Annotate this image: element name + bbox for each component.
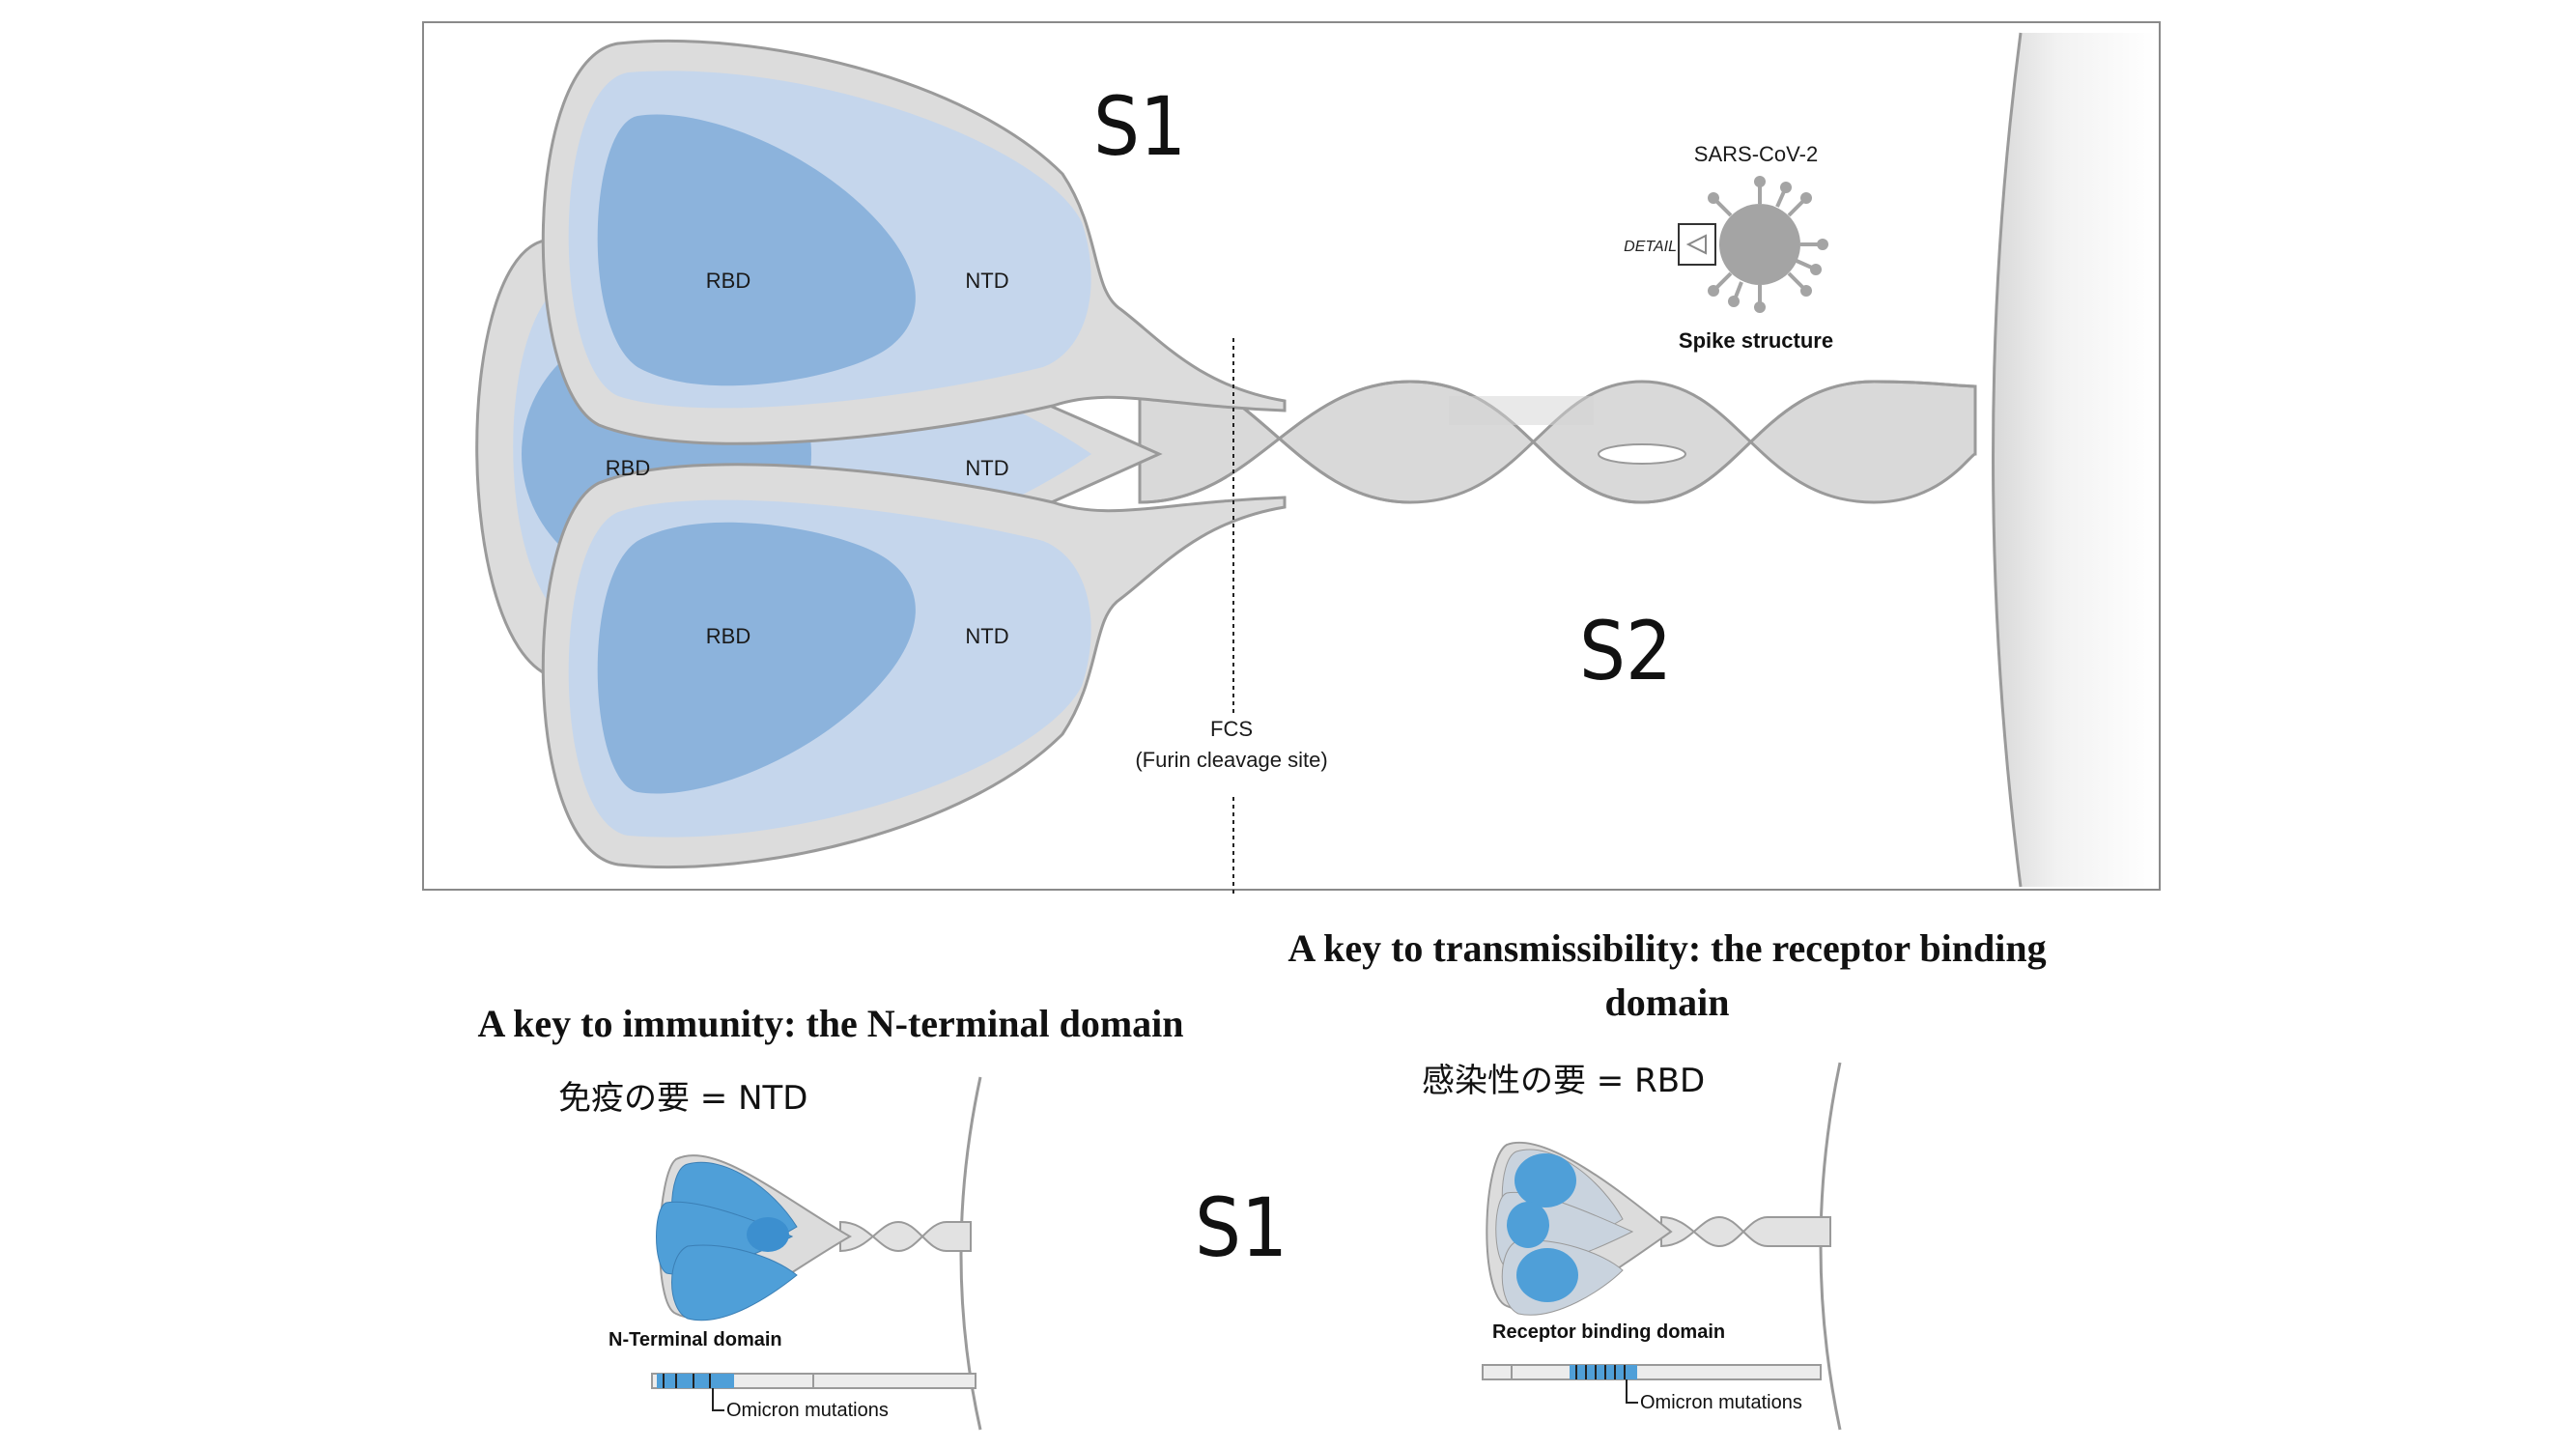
fcs-label: FCS — [1210, 717, 1253, 741]
left-panel-title: A key to immunity: the N-terminal domain — [477, 1002, 1183, 1045]
ntd-label-middle: NTD — [965, 456, 1008, 480]
rbd-mini-diagram — [1486, 1062, 1842, 1431]
rbd-label-bottom: RBD — [706, 624, 750, 648]
spike-main: RBD NTD RBD NTD RBD NTD S1 S2 FCS (Furin… — [475, 32, 2156, 894]
ntd-mutations-label: Omicron mutations — [726, 1400, 889, 1421]
virus-title: SARS-CoV-2 — [1694, 142, 1818, 166]
right-panel-jp-caption: 感染性の要 = RBD — [1422, 1062, 1705, 1100]
spike-structure-label: Spike structure — [1679, 328, 1833, 353]
rbd-label-top: RBD — [706, 269, 750, 293]
virus-particle-icon — [1678, 176, 1828, 313]
detail-box — [1678, 223, 1716, 266]
s2-stalk — [1138, 365, 1977, 504]
rbd-domain-label: Receptor binding domain — [1492, 1321, 1725, 1343]
spike-diagram-frame — [422, 21, 2161, 891]
rbd-label-middle: RBD — [606, 456, 650, 480]
fcs-sublabel: (Furin cleavage site) — [1135, 748, 1327, 772]
right-panel-title-line2: domain — [1605, 980, 1730, 1024]
rbd-sequence-bar — [1482, 1364, 1822, 1404]
rbd-mutations-label: Omicron mutations — [1640, 1392, 1802, 1413]
virus-inset: SARS-CoV-2 — [1624, 142, 1833, 353]
right-panel-title-line1: A key to transmissibility: the receptor … — [1288, 926, 2046, 970]
s1-label-top: S1 — [1093, 79, 1186, 174]
ntd-label-bottom: NTD — [965, 624, 1008, 648]
cell-membrane — [1993, 33, 2156, 887]
s1-label-middle: S1 — [1195, 1180, 1288, 1275]
left-panel-jp-caption: 免疫の要 = NTD — [558, 1079, 808, 1118]
ntd-label-top: NTD — [965, 269, 1008, 293]
s2-label: S2 — [1579, 604, 1672, 698]
ntd-sequence-bar — [651, 1373, 977, 1411]
spike-lobe-bottom — [541, 463, 1287, 869]
spike-lobe-top — [541, 39, 1287, 445]
ntd-mini-diagram — [656, 1076, 982, 1431]
ntd-domain-label: N-Terminal domain — [609, 1329, 782, 1350]
detail-label: DETAIL — [1624, 239, 1677, 255]
